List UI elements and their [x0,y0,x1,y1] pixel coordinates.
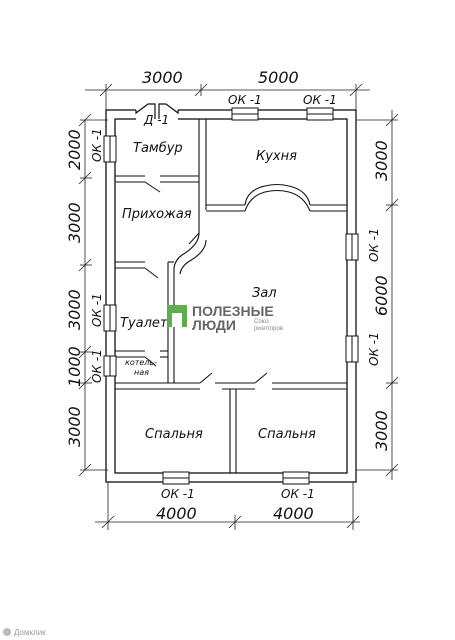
watermark-sub2: риэлторов [254,326,283,332]
door-label: Д -1 [143,113,169,127]
window-label-left-2: ОК -1 [90,293,104,327]
room-bedroom-right: Спальня [258,427,316,442]
dim-left-5: 3000 [65,406,84,447]
dim-bottom-2: 4000 [273,504,314,523]
corner-logo-icon [3,628,11,636]
room-hall: Зал [252,286,277,301]
room-boiler-1: котель- [125,358,157,367]
entrance-door [135,103,179,122]
room-hallway: Прихожая [122,207,192,222]
window-label-right-2: ОК -1 [367,332,381,366]
watermark-sub1: Союз [254,319,269,325]
interior-walls [115,119,347,473]
dim-top-1: 3000 [142,68,183,87]
room-kitchen: Кухня [256,149,297,164]
watermark-line2: ЛЮДИ [192,317,236,333]
window-label-right-1: ОК -1 [367,228,381,262]
dim-left-3: 3000 [65,289,84,330]
room-vestibule: Тамбур [133,141,183,156]
dim-bottom-1: 4000 [156,504,197,523]
window-label-left-3: ОК -1 [90,349,104,383]
outer-walls [105,109,357,483]
dimension-lines [78,83,399,530]
watermark-line1: ПОЛЕЗНЫЕ [192,303,274,319]
window-marks [103,107,359,485]
watermark: ПОЛЕЗНЫЕ ЛЮДИ Союз риэлторов [167,303,283,333]
window-label-top-2: ОК -1 [303,93,337,107]
dim-top-2: 5000 [258,68,299,87]
dim-left-2: 3000 [65,202,84,243]
window-label-bottom-1: ОК -1 [161,487,195,501]
window-label-top-1: ОК -1 [228,93,262,107]
room-toilet: Туалет [120,316,168,331]
dim-right-1: 3000 [372,140,391,181]
door-swings [144,181,268,384]
corner-logo: Домклик [14,628,46,637]
dim-right-2: 6000 [372,275,391,316]
room-bedroom-left: Спальня [145,427,203,442]
window-label-left-1: ОК -1 [90,128,104,162]
window-label-bottom-2: ОК -1 [281,487,315,501]
dim-left-1: 2000 [65,129,84,170]
dim-right-3: 3000 [372,410,391,451]
room-boiler-2: ная [134,368,149,377]
dim-left-4: 1000 [65,346,84,387]
